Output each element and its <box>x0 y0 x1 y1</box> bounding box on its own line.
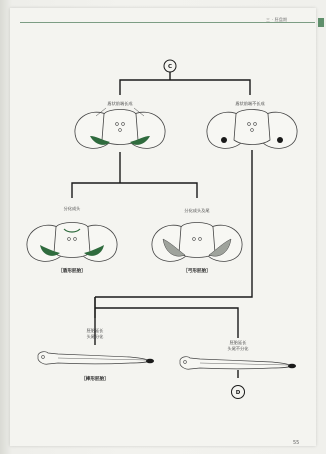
lower-right-label-line2: 头尾不分化 <box>228 345 250 352</box>
lower-left-label-line1: 胚胎延长 <box>87 327 105 334</box>
page-number: 55 <box>293 440 300 446</box>
egg-illustration-shield-forming <box>74 107 166 149</box>
egg-illustration-not-shield <box>206 109 298 149</box>
header-rule <box>20 22 315 23</box>
chapter-tab-marker <box>318 18 324 27</box>
sub-left-label: 分化成头 <box>64 205 81 212</box>
caption-shield-embryo: ［盾形胚胎］ <box>58 267 86 274</box>
elongated-embryo-right <box>179 356 296 370</box>
flow-lines <box>71 72 253 378</box>
egg-illustration-shield-embryo <box>26 222 118 262</box>
connector-c-label: C <box>168 64 172 70</box>
caption-rod-embryo: ［棒形胚胎］ <box>81 375 109 382</box>
caption-arc-embryo: ［弓形胚胎］ <box>183 267 211 274</box>
connector-d: D <box>231 385 245 399</box>
connector-c: C <box>163 59 177 73</box>
branch-right-label: 盾状前端不长成 <box>235 100 264 107</box>
lower-right-label-line1: 胚胎延长 <box>230 339 248 346</box>
elongated-embryo-left <box>37 351 154 365</box>
sub-right-label: 分化成头及尾 <box>184 207 209 214</box>
egg-illustration-arc-embryo <box>151 222 243 262</box>
lower-left-label-line2: 头尾分化 <box>87 333 105 340</box>
branch-left-label: 盾状前端长成 <box>107 100 132 107</box>
connector-d-label: D <box>236 390 241 396</box>
section-header: 三 · 胚盘期 <box>266 17 288 22</box>
